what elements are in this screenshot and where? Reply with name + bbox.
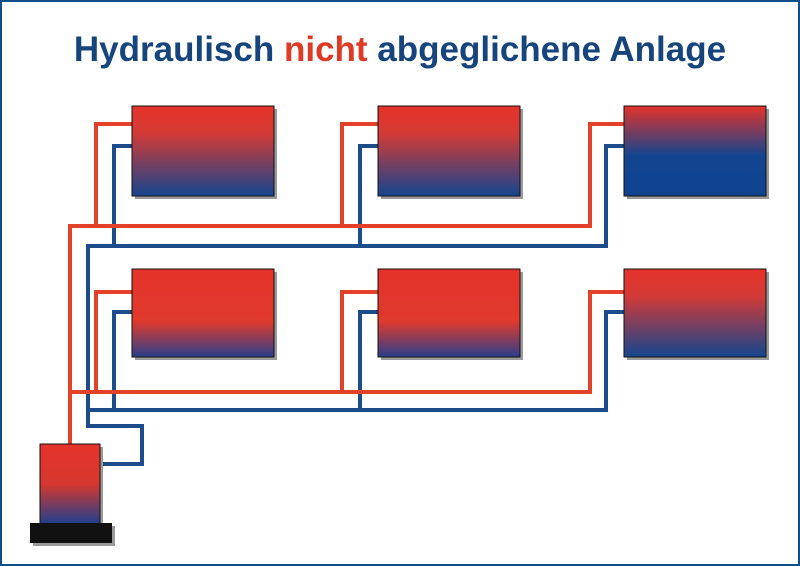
diagram-title: Hydraulisch nicht abgeglichene Anlage [2, 30, 798, 70]
radiator-bottom-middle [377, 268, 521, 358]
supply-pipe-lower-main [70, 290, 624, 394]
supply-pipe-top-left-branch [94, 122, 132, 226]
supply-pipe-bottom-left-branch [94, 290, 132, 392]
return-pipe-lower-main [88, 310, 624, 412]
return-pipe-top-left-branch [112, 144, 132, 246]
boiler-body [39, 443, 101, 525]
radiator-top-left [131, 105, 275, 197]
radiator-bottom-right [623, 268, 767, 358]
return-pipes [86, 144, 624, 466]
radiator-top-middle [377, 105, 521, 197]
radiators-bottom-row [131, 268, 769, 360]
supply-pipes [68, 122, 624, 444]
return-pipe-bottom-middle-branch [358, 310, 378, 410]
boiler [30, 443, 115, 546]
supply-pipe-bottom-middle-branch [340, 290, 378, 392]
return-pipe-main [86, 144, 624, 466]
title-part-1: Hydraulisch [73, 30, 284, 69]
supply-pipe-main [68, 122, 624, 444]
boiler-base [30, 523, 112, 543]
radiator-top-right [623, 105, 767, 197]
radiator-bottom-left [131, 268, 275, 358]
return-pipe-bottom-left-branch [112, 310, 132, 410]
return-pipe-top-middle-branch [358, 144, 378, 246]
supply-pipe-top-middle-branch [340, 122, 378, 226]
radiators-top-row [131, 105, 769, 199]
title-part-2: abgeglichene Anlage [367, 30, 727, 69]
title-highlight: nicht [283, 30, 368, 69]
